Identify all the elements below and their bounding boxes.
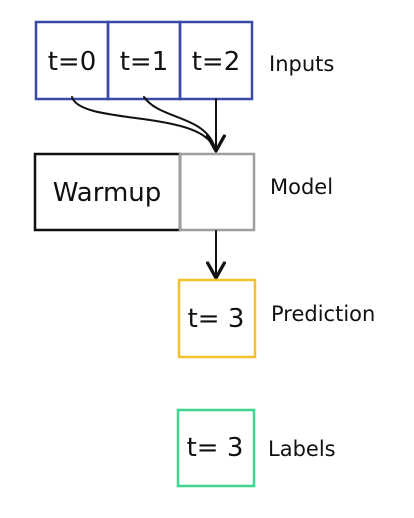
prediction-label: Prediction: [271, 302, 375, 326]
input-to-model-arrows: [71, 96, 226, 153]
model-box: [178, 152, 256, 232]
labels-value: t= 3: [187, 433, 244, 463]
inputs-label: Inputs: [269, 52, 334, 76]
labels-label: Labels: [268, 437, 336, 461]
prediction-group: t= 3 Prediction: [177, 278, 375, 359]
warmup-label: Warmup: [53, 178, 162, 208]
prediction-value: t= 3: [188, 304, 245, 334]
labels-box: [176, 408, 256, 488]
arrow-from-t0: [71, 96, 215, 149]
model-label: Model: [270, 175, 333, 199]
labels-group: t= 3 Labels: [176, 408, 336, 488]
model-group: Warmup Model: [33, 152, 333, 232]
input-cell-t2: t=2: [192, 47, 241, 77]
prediction-box: [177, 278, 257, 359]
arrow-from-t1: [143, 96, 216, 149]
inputs-group: t=0 t=1 t=2 Inputs: [34, 20, 334, 101]
input-cell-t0: t=0: [48, 47, 97, 77]
input-cell-t1: t=1: [120, 47, 169, 77]
